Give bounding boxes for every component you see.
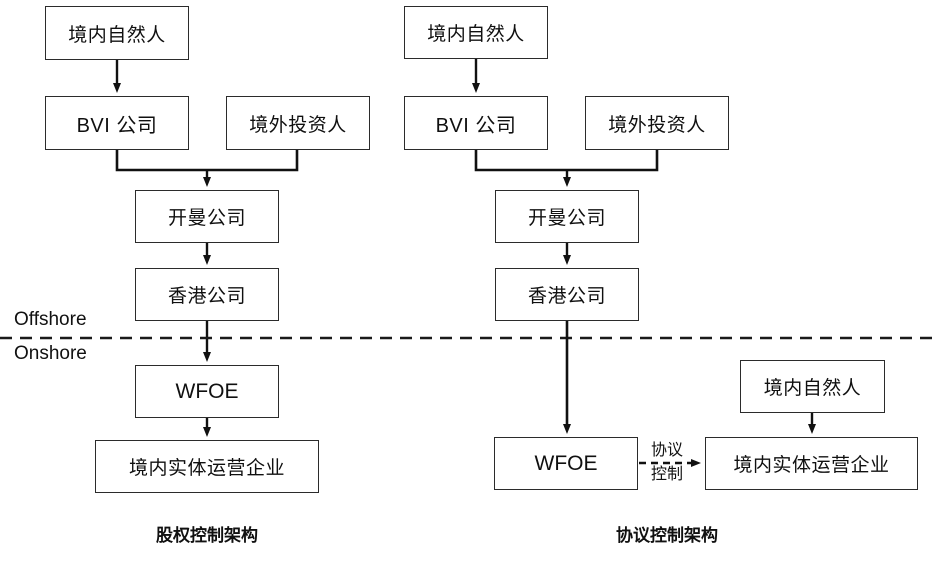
node-hongkong-right[interactable]: 香港公司: [495, 268, 639, 321]
onshore-label: Onshore: [14, 343, 87, 364]
caption-vie-control-structure: 协议控制架构: [616, 526, 718, 546]
node-foreign-investor-left[interactable]: 境外投资人: [226, 96, 370, 150]
vie-link-label-bottom: 控制: [650, 466, 683, 483]
node-prc-individual-right-bottom[interactable]: 境内自然人: [740, 360, 885, 413]
node-hongkong-left[interactable]: 香港公司: [135, 268, 279, 321]
node-opco-left[interactable]: 境内实体运营企业: [95, 440, 319, 493]
node-cayman-left[interactable]: 开曼公司: [135, 190, 279, 243]
vie-link-label-top: 协议: [650, 442, 683, 459]
node-prc-individual-left[interactable]: 境内自然人: [45, 6, 189, 60]
node-foreign-investor-right[interactable]: 境外投资人: [585, 96, 729, 150]
node-cayman-right[interactable]: 开曼公司: [495, 190, 639, 243]
node-wfoe-left[interactable]: WFOE: [135, 365, 279, 418]
offshore-label: Offshore: [14, 309, 87, 330]
node-bvi-right[interactable]: BVI 公司: [404, 96, 548, 150]
node-bvi-left[interactable]: BVI 公司: [45, 96, 189, 150]
node-prc-individual-right-top[interactable]: 境内自然人: [404, 6, 548, 59]
caption-equity-control-structure: 股权控制架构: [156, 526, 258, 546]
node-opco-right[interactable]: 境内实体运营企业: [705, 437, 918, 490]
node-wfoe-right[interactable]: WFOE: [494, 437, 638, 490]
